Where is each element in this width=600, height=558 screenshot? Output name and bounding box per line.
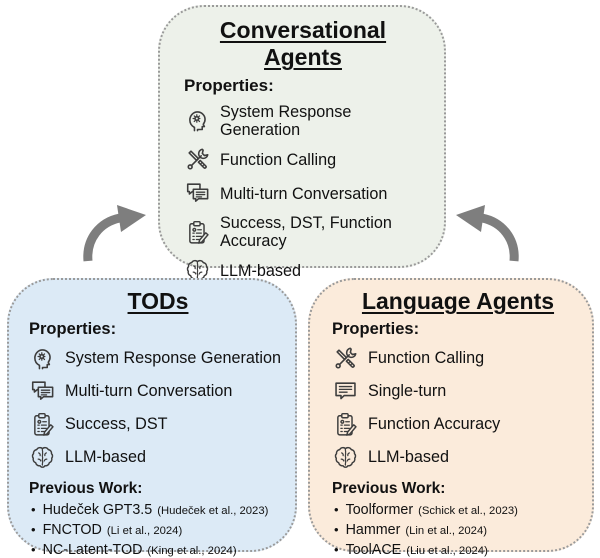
head-gear-icon bbox=[184, 107, 211, 134]
tools-icon bbox=[332, 345, 359, 372]
property-label: LLM-based bbox=[220, 261, 301, 280]
previous-work-item: ToolACE (Liu et al., 2024) bbox=[332, 542, 584, 558]
previous-work-item: Hudeček GPT3.5 (Hudeček et al., 2023) bbox=[29, 502, 287, 518]
property-item: System Response Generation bbox=[184, 103, 430, 139]
bullet-icon bbox=[31, 522, 36, 537]
property-label: System Response Generation bbox=[65, 349, 281, 368]
property-item: LLM-based bbox=[332, 444, 584, 471]
multi-chat-icon bbox=[184, 180, 211, 207]
work-name: Hammer bbox=[345, 521, 401, 538]
language-agents-title: Language Agents bbox=[361, 288, 555, 314]
property-item: Multi-turn Conversation bbox=[184, 180, 430, 207]
property-label: Function Calling bbox=[220, 150, 337, 169]
bullet-icon bbox=[334, 522, 339, 537]
work-citation: (Hudeček et al., 2023) bbox=[157, 504, 269, 517]
multi-chat-icon bbox=[29, 378, 56, 405]
properties-heading: Properties: bbox=[332, 319, 420, 338]
bullet-icon bbox=[31, 542, 36, 557]
property-item: LLM-based bbox=[184, 257, 430, 284]
bullet-icon bbox=[334, 502, 339, 517]
properties-heading: Properties: bbox=[29, 319, 117, 338]
property-label: LLM-based bbox=[65, 448, 146, 467]
previous-work-heading: Previous Work: bbox=[332, 479, 446, 497]
tools-icon bbox=[184, 146, 211, 173]
head-gear-icon bbox=[29, 345, 56, 372]
conversational-agents-title: Conversational Agents bbox=[219, 17, 387, 70]
work-citation: (Li et al., 2024) bbox=[106, 524, 183, 537]
previous-work-item: Hammer (Lin et al., 2024) bbox=[332, 522, 584, 538]
arrow-tods-to-conversational bbox=[83, 205, 146, 262]
property-item: Multi-turn Conversation bbox=[29, 378, 287, 405]
work-name: Toolformer bbox=[345, 501, 414, 518]
clipboard-icon bbox=[184, 219, 211, 246]
property-item: Success, DST bbox=[29, 411, 287, 438]
work-name: ToolACE bbox=[345, 541, 402, 558]
work-name: FNCTOD bbox=[42, 521, 102, 538]
arrow-language-to-conversational bbox=[456, 205, 519, 262]
previous-work-item: FNCTOD (Li et al., 2024) bbox=[29, 522, 287, 538]
property-label: Success, DST, Function Accuracy bbox=[220, 214, 392, 251]
tods-title: TODs bbox=[127, 288, 189, 314]
work-citation: (Schick et al., 2023) bbox=[418, 504, 518, 517]
tods-box: TODs Properties: System Response Generat… bbox=[7, 278, 297, 558]
previous-work-item: Toolformer (Schick et al., 2023) bbox=[332, 502, 584, 518]
property-label: Single-turn bbox=[368, 382, 447, 401]
property-item: Function Accuracy bbox=[332, 411, 584, 438]
work-name: NC-Latent-TOD bbox=[42, 541, 143, 558]
clipboard-icon bbox=[29, 411, 56, 438]
property-label: System Response Generation bbox=[220, 102, 352, 139]
language-agents-box: Language Agents Properties: Function Cal… bbox=[308, 278, 594, 558]
property-item: LLM-based bbox=[29, 444, 287, 471]
brain-icon bbox=[29, 444, 56, 471]
property-label: Function Calling bbox=[368, 349, 485, 368]
bullet-icon bbox=[31, 502, 36, 517]
single-chat-icon bbox=[332, 378, 359, 405]
previous-work-heading: Previous Work: bbox=[29, 479, 143, 497]
property-label: Function Accuracy bbox=[368, 415, 501, 434]
property-item: Success, DST, Function Accuracy bbox=[184, 214, 430, 250]
work-citation: (King et al., 2024) bbox=[147, 544, 237, 557]
property-label: Success, DST bbox=[65, 415, 168, 434]
previous-work-item: NC-Latent-TOD (King et al., 2024) bbox=[29, 542, 287, 558]
property-label: Multi-turn Conversation bbox=[65, 382, 233, 401]
property-item: System Response Generation bbox=[29, 345, 287, 372]
property-label: Multi-turn Conversation bbox=[220, 184, 388, 203]
property-item: Function Calling bbox=[184, 146, 430, 173]
bullet-icon bbox=[334, 542, 339, 557]
property-item: Function Calling bbox=[332, 345, 584, 372]
clipboard-icon bbox=[332, 411, 359, 438]
property-item: Single-turn bbox=[332, 378, 584, 405]
properties-heading: Properties: bbox=[184, 75, 274, 95]
work-citation: (Liu et al., 2024) bbox=[406, 544, 488, 557]
brain-icon bbox=[332, 444, 359, 471]
conversational-agents-box: Conversational Agents Properties: System… bbox=[158, 5, 446, 268]
work-name: Hudeček GPT3.5 bbox=[42, 501, 153, 518]
work-citation: (Lin et al., 2024) bbox=[405, 524, 488, 537]
property-label: LLM-based bbox=[368, 448, 449, 467]
